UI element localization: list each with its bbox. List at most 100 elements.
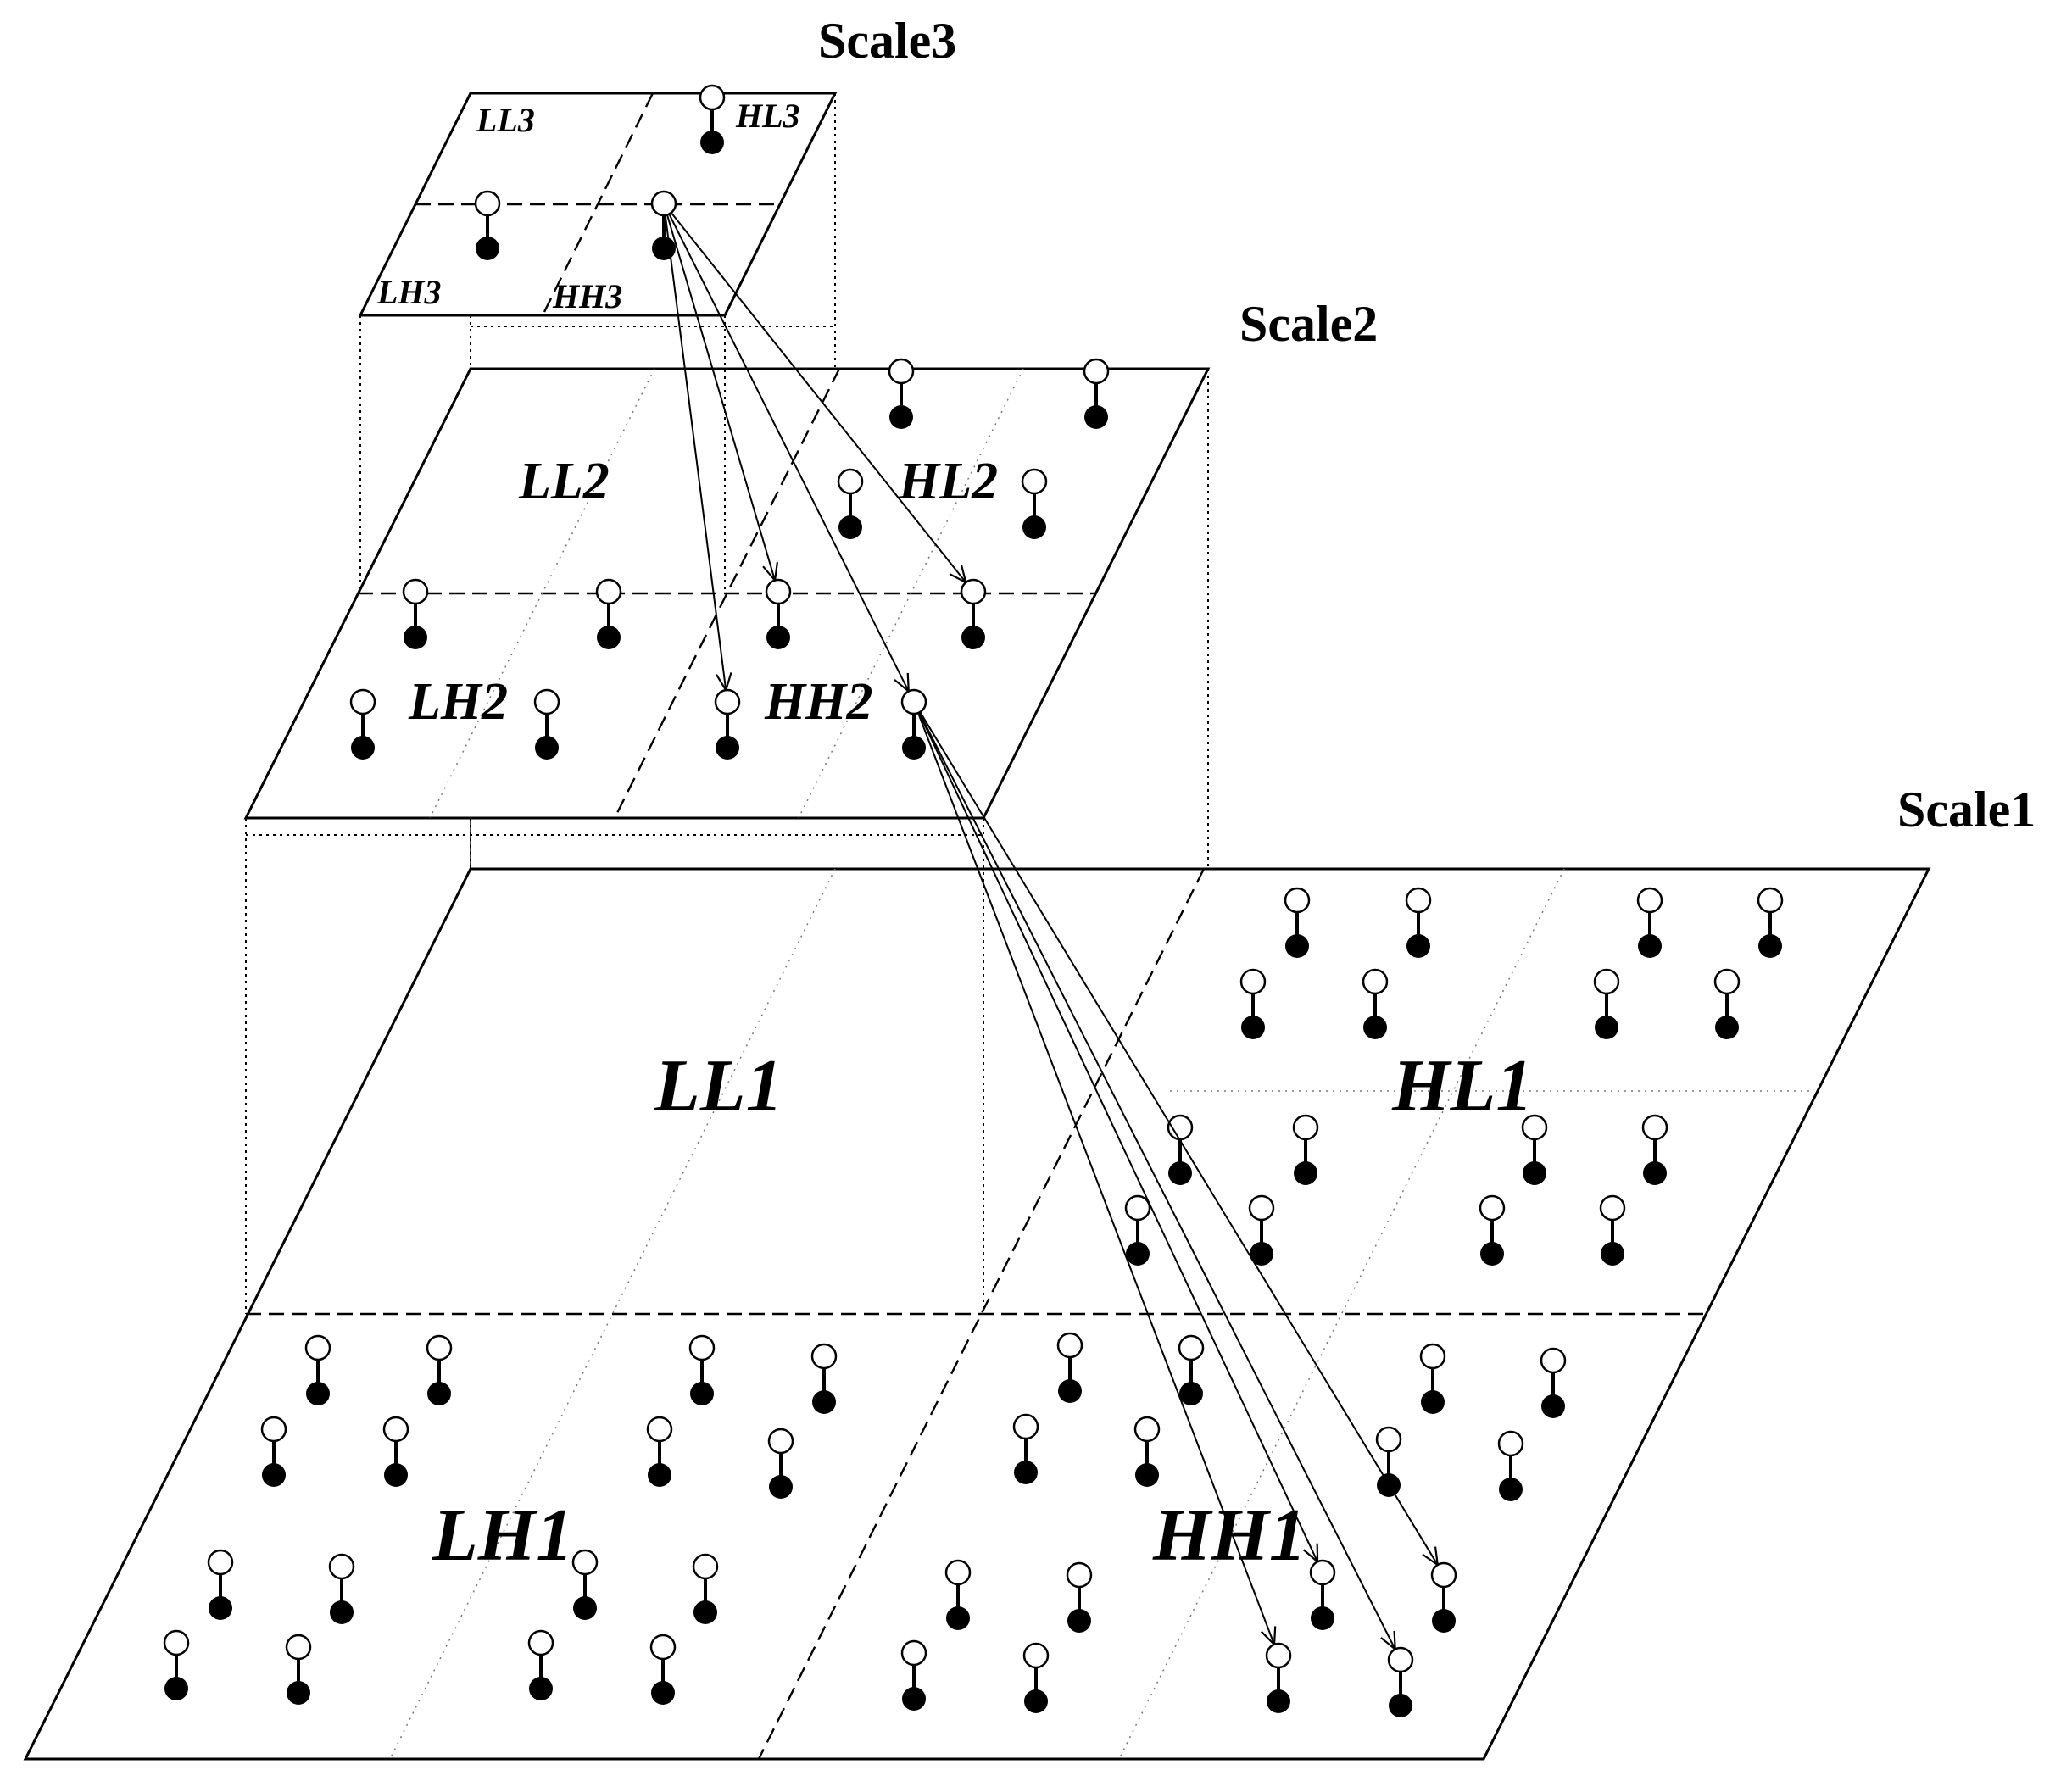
node-filled-circle — [766, 626, 790, 649]
band-label-hh3: HH3 — [552, 277, 622, 315]
band-label-ll1: LL1 — [654, 1045, 783, 1127]
node-open-circle — [1248, 1194, 1275, 1222]
coefficient-node — [646, 1416, 673, 1487]
node-open-circle — [533, 688, 560, 715]
node-open-circle — [960, 578, 987, 605]
node-filled-circle — [1250, 1242, 1273, 1266]
node-open-circle — [1021, 468, 1048, 495]
node-open-circle — [1419, 1343, 1446, 1370]
node-filled-circle — [1022, 515, 1046, 539]
node-open-circle — [1375, 1426, 1402, 1453]
coefficient-node — [699, 84, 726, 154]
dependency-arrow — [918, 712, 1395, 1648]
node-filled-circle — [648, 1463, 671, 1487]
node-open-circle — [900, 688, 927, 715]
coefficient-node — [944, 1559, 972, 1630]
node-open-circle — [767, 1428, 794, 1455]
coefficient-node — [1167, 1114, 1194, 1185]
node-open-circle — [688, 1334, 716, 1361]
node-open-circle — [1479, 1194, 1506, 1222]
dependency-arrow — [664, 215, 726, 689]
node-filled-circle — [1014, 1461, 1038, 1484]
coefficient-node — [1387, 1646, 1414, 1717]
coefficient-node — [402, 578, 429, 649]
node-filled-circle — [652, 237, 676, 260]
node-open-circle — [1641, 1114, 1668, 1141]
coefficient-node — [1284, 887, 1311, 958]
node-filled-circle — [1432, 1609, 1456, 1633]
coefficient-node — [767, 1428, 794, 1499]
coefficient-node — [1636, 887, 1663, 958]
band-label-hl3: HL3 — [735, 97, 800, 135]
coefficient-node — [650, 190, 677, 260]
node-open-circle — [1022, 1642, 1050, 1669]
coefficient-node — [1362, 968, 1389, 1039]
coefficient-node — [900, 688, 927, 760]
dependency-arrow — [671, 213, 965, 582]
coefficient-node — [1641, 1114, 1668, 1185]
node-open-circle — [349, 688, 376, 715]
node-open-circle — [1497, 1430, 1524, 1457]
node-open-circle — [699, 84, 726, 111]
node-filled-circle — [946, 1606, 970, 1630]
scale2-projection-box — [245, 369, 1209, 1314]
node-filled-circle — [838, 515, 862, 539]
node-open-circle — [1309, 1559, 1336, 1586]
node-filled-circle — [1126, 1242, 1150, 1266]
band-label-ll2: LL2 — [518, 453, 610, 510]
coefficient-node — [1309, 1559, 1336, 1630]
node-filled-circle — [1294, 1161, 1317, 1185]
coefficient-node — [1239, 968, 1267, 1039]
node-open-circle — [1066, 1561, 1093, 1589]
node-open-circle — [1757, 887, 1784, 914]
node-filled-circle — [1499, 1478, 1523, 1501]
node-open-circle — [304, 1334, 331, 1361]
coefficient-node — [1124, 1194, 1151, 1266]
coefficient-node — [426, 1334, 453, 1405]
node-open-circle — [810, 1343, 838, 1370]
node-filled-circle — [597, 626, 621, 649]
node-filled-circle — [404, 626, 427, 649]
node-filled-circle — [1285, 934, 1309, 958]
coefficient-node — [1521, 1114, 1548, 1185]
coefficient-node — [1178, 1334, 1205, 1405]
coefficient-node — [1012, 1413, 1039, 1484]
coefficient-node — [1540, 1347, 1567, 1418]
scale3-label: Scale3 — [818, 13, 956, 69]
node-filled-circle — [1643, 1161, 1667, 1185]
node-filled-circle — [306, 1382, 330, 1405]
node-filled-circle — [1523, 1161, 1546, 1185]
coefficient-node — [1022, 1642, 1050, 1713]
node-filled-circle — [1084, 405, 1108, 429]
node-filled-circle — [1541, 1394, 1565, 1418]
node-filled-circle — [1406, 934, 1430, 958]
node-open-circle — [1362, 968, 1389, 995]
node-filled-circle — [1241, 1016, 1265, 1039]
coefficient-node — [1430, 1561, 1457, 1633]
coefficient-node — [527, 1629, 554, 1700]
node-filled-circle — [769, 1475, 793, 1499]
node-open-circle — [1599, 1194, 1626, 1222]
node-filled-circle — [1389, 1694, 1412, 1717]
node-filled-circle — [1595, 1016, 1618, 1039]
node-filled-circle — [1715, 1016, 1739, 1039]
node-filled-circle — [1058, 1379, 1082, 1403]
coefficient-node — [1292, 1114, 1319, 1185]
coefficient-node — [1056, 1332, 1083, 1403]
coefficient-node — [349, 688, 376, 760]
node-filled-circle — [330, 1600, 354, 1624]
coefficient-node — [260, 1416, 287, 1487]
node-open-circle — [1133, 1416, 1161, 1443]
node-filled-circle — [1311, 1606, 1334, 1630]
coefficient-node — [533, 688, 560, 760]
node-open-circle — [595, 578, 622, 605]
coefficient-node — [304, 1334, 331, 1405]
coefficient-node — [765, 578, 792, 649]
node-filled-circle — [700, 131, 724, 154]
node-open-circle — [1636, 887, 1663, 914]
coefficient-node — [1479, 1194, 1506, 1266]
node-open-circle — [1178, 1334, 1205, 1361]
coefficient-nodes — [163, 84, 1784, 1717]
node-filled-circle — [384, 1463, 408, 1487]
coefficient-node — [1419, 1343, 1446, 1414]
